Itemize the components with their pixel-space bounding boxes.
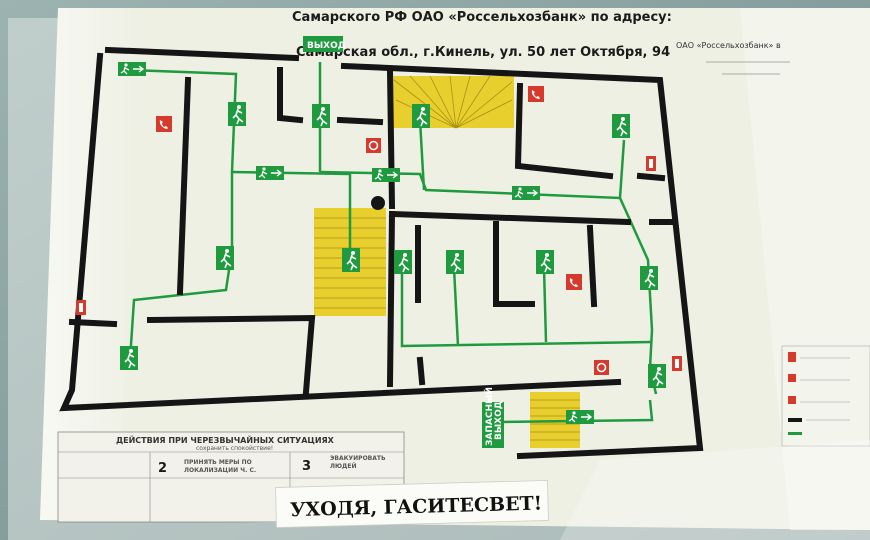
emergency-exit-sign xyxy=(482,402,504,448)
corner-org-text: ОАО «Россельхозбанк» в xyxy=(676,41,781,50)
table-col3-text-b: ЛЮДЕЙ xyxy=(330,462,357,470)
emergency-exit-label-2: ВЫХОД xyxy=(494,401,504,440)
lights-off-note: УХОДЯ, ГАСИТЕСВЕТ! xyxy=(275,480,549,528)
table-col2-text-a: ПРИНЯТЬ МЕРЫ ПО xyxy=(184,459,252,466)
emergency-exit-label-1: ЗАПАСНЫЙ xyxy=(483,387,495,446)
header-line-1: Самарского РФ ОАО «Россельхозбанк» по ад… xyxy=(292,10,672,25)
header-line-2: Самарская обл., г.Кинель, ул. 50 лет Окт… xyxy=(296,45,670,60)
glare-left xyxy=(40,8,140,520)
stairs-top xyxy=(392,75,514,129)
table-col2-text-b: ЛОКАЛИЗАЦИИ Ч. С. xyxy=(184,467,256,474)
table-col2-number: 2 xyxy=(158,461,167,476)
table-col3-number: 3 xyxy=(302,459,311,474)
table-title: ДЕЙСТВИЯ ПРИ ЧЕРЕЗВЫЧАЙНЫХ СИТУАЦИЯХ xyxy=(116,434,335,445)
table-col3-text-a: ЭВАКУИРОВАТЬ xyxy=(330,455,386,462)
column-post xyxy=(371,196,385,210)
exit-top-label: ВЫХОД xyxy=(307,41,346,51)
walls xyxy=(59,46,704,460)
legend xyxy=(781,345,870,447)
plastic-reflection xyxy=(560,440,870,540)
table-subtitle: сохранить спокойствие! xyxy=(196,445,273,452)
exit-sign-top xyxy=(303,36,343,52)
